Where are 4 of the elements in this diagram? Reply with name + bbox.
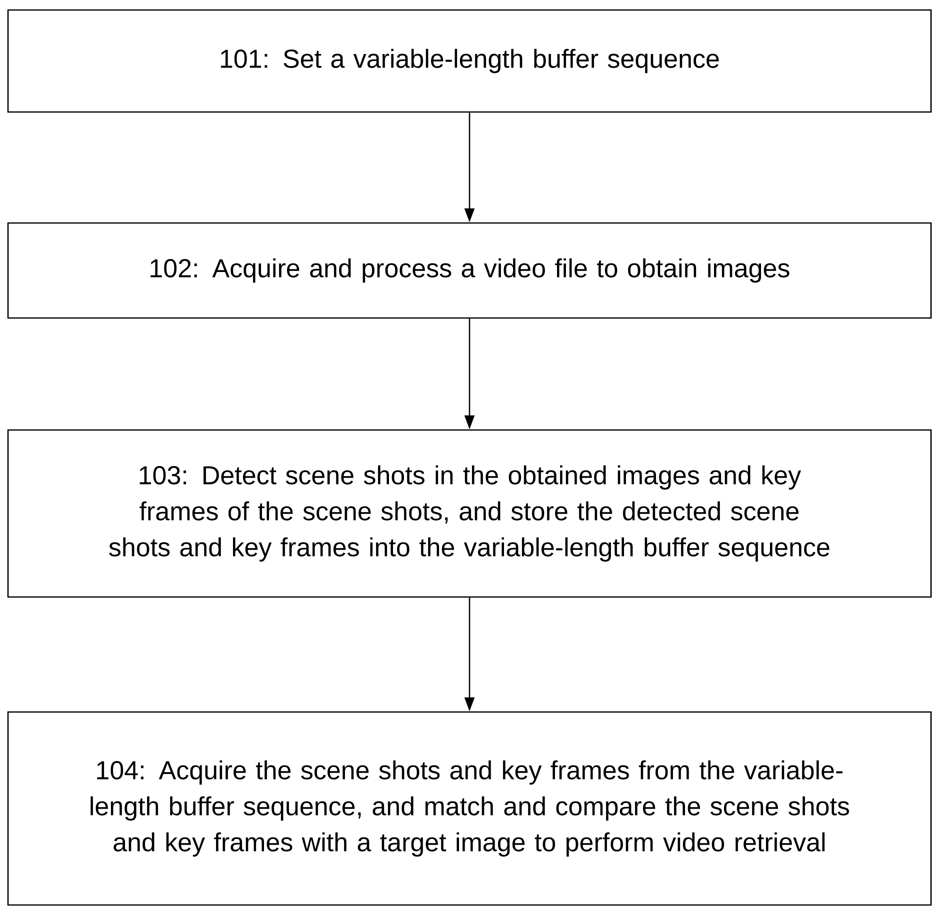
process-box: 101: Set a variable-length buffer sequence: [7, 9, 932, 113]
process-box: 103: Detect scene shots in the obtained images and key frames of the scene shots, and store the detected scene shots and key frames into the variable-length buffer sequence: [7, 429, 932, 598]
process-box: 104: Acquire the scene shots and key frames from the variable-length buffer sequence, and match and compare the scene shots and key frames with a target image to perform video retrieval: [7, 711, 932, 906]
process-box: 102: Acquire and process a video file to obtain images: [7, 222, 932, 319]
